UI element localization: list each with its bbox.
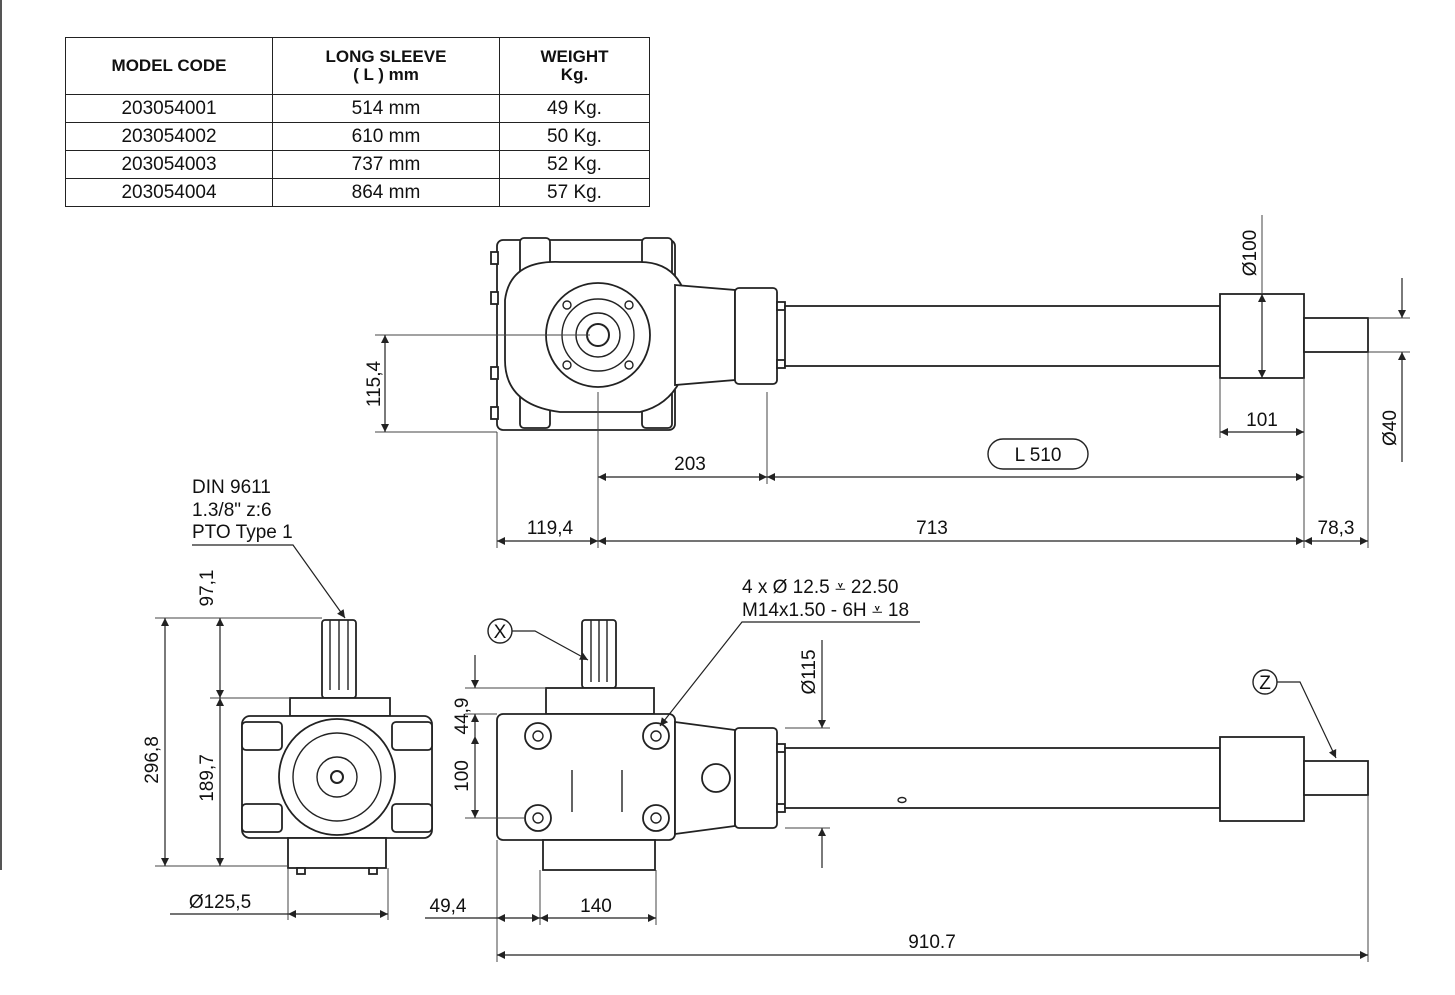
top-bolt	[562, 360, 572, 370]
page-edge-line	[0, 0, 2, 870]
side-bottom-cap	[287, 837, 387, 869]
top-side-bolt	[490, 251, 499, 265]
table-row: 203054001 514 mm 49 Kg.	[65, 94, 650, 123]
dim-dia-100: Ø100	[1240, 230, 1261, 276]
dim-L-badge	[987, 438, 1089, 470]
table-row: 203054004 864 mm 57 Kg.	[65, 178, 650, 207]
dim-dia-125-5: Ø125,5	[189, 892, 251, 913]
front-bolt-boss	[524, 804, 552, 832]
top-bolt	[562, 300, 572, 310]
top-side-bolt	[490, 366, 499, 380]
side-view	[241, 619, 433, 875]
top-neck	[674, 284, 736, 386]
front-flange-bolt	[776, 743, 786, 753]
top-side-bolt	[490, 291, 499, 305]
top-tube-flange	[734, 287, 778, 385]
dim-100: 100	[452, 760, 473, 792]
cell-weight: 49 Kg.	[499, 94, 650, 123]
dim-189-7: 189,7	[197, 754, 218, 802]
cell-sleeve: 737 mm	[272, 150, 500, 179]
top-side-bolt	[490, 406, 499, 420]
note-spline-type: PTO Type 1	[192, 522, 293, 543]
cell-sleeve: 514 mm	[272, 94, 500, 123]
front-view	[496, 619, 1369, 871]
note-holes: 4 x Ø 12.5 ⩡ 22.50	[742, 577, 898, 598]
cell-weight: 52 Kg.	[499, 150, 650, 179]
dim-296-8: 296,8	[142, 736, 163, 784]
dim-dia-40: Ø40	[1380, 410, 1401, 446]
front-flange-bolt	[776, 803, 786, 813]
cell-model: 203054002	[65, 122, 273, 151]
side-view-dimensions: DIN 9611 1.3/8" z:6 PTO Type 1 296,8 97,…	[142, 477, 389, 920]
side-top-cap	[289, 697, 391, 717]
side-shaft-boss	[316, 756, 358, 798]
header-model-code: MODEL CODE	[65, 37, 273, 95]
cell-model: 203054003	[65, 150, 273, 179]
cell-model: 203054004	[65, 178, 273, 207]
cell-model: 203054001	[65, 94, 273, 123]
front-view-dimensions: X Z 4 x Ø 12.5 ⩡ 22.50 M14x1.50 - 6H ⩡ 1…	[425, 577, 1369, 962]
front-bottom-cap	[542, 839, 656, 871]
dim-78-3: 78,3	[1318, 518, 1355, 539]
front-top-cap	[545, 687, 655, 715]
dim-119-4: 119,4	[527, 518, 574, 539]
dim-101: 101	[1246, 410, 1278, 431]
dim-44-9: 44,9	[452, 698, 473, 735]
dim-910-7: 910.7	[908, 932, 956, 953]
note-spline-din: DIN 9611	[192, 477, 271, 498]
dim-dia-115: Ø115	[799, 649, 820, 694]
cell-sleeve: 864 mm	[272, 178, 500, 207]
dim-140: 140	[580, 896, 612, 917]
note-thread: M14x1.50 - 6H ⩡ 18	[742, 600, 909, 621]
side-lug	[241, 721, 283, 751]
top-flange-bolt	[776, 359, 786, 369]
side-lug	[391, 721, 433, 751]
callout-z-label: Z	[1259, 673, 1271, 694]
top-view-dimensions: 115,4 Ø100 Ø40 101 203 L 510 119,4 713	[364, 215, 1410, 548]
front-bolt-boss	[642, 722, 670, 750]
cell-weight: 50 Kg.	[499, 122, 650, 151]
top-flange-bolt	[776, 301, 786, 311]
cell-weight: 57 Kg.	[499, 178, 650, 207]
side-shaft	[330, 770, 344, 784]
side-lug	[391, 803, 433, 833]
dim-115-4: 115,4	[364, 361, 385, 408]
top-tube	[784, 305, 1221, 367]
top-output-shaft	[1303, 317, 1369, 353]
dim-203: 203	[674, 454, 706, 475]
header-long-sleeve: LONG SLEEVE( L ) mm	[272, 37, 500, 95]
front-end-housing	[1219, 736, 1305, 822]
dim-713: 713	[916, 518, 948, 539]
front-bolt-boss	[642, 804, 670, 832]
top-bolt	[624, 300, 634, 310]
front-oil-plug	[701, 763, 731, 793]
cell-sleeve: 610 mm	[272, 122, 500, 151]
side-lug	[241, 803, 283, 833]
side-flange	[278, 718, 396, 836]
front-bolt-boss	[524, 722, 552, 750]
top-bolt	[624, 360, 634, 370]
note-spline-size: 1.3/8" z:6	[192, 500, 272, 521]
table-row: 203054002 610 mm 50 Kg.	[65, 122, 650, 151]
dim-L: L 510	[1015, 445, 1062, 466]
side-bottom-bolt	[296, 867, 306, 875]
side-bottom-bolt	[368, 867, 378, 875]
dim-97-1: 97,1	[197, 570, 218, 607]
callout-x-label: X	[494, 622, 507, 643]
side-flange-inner	[292, 732, 382, 822]
front-tube-flange	[734, 727, 778, 829]
top-view	[490, 237, 1369, 431]
dim-49-4: 49,4	[430, 896, 467, 917]
table-row: 203054003 737 mm 52 Kg.	[65, 150, 650, 179]
front-output-shaft	[1303, 760, 1369, 796]
front-tube	[784, 747, 1221, 809]
